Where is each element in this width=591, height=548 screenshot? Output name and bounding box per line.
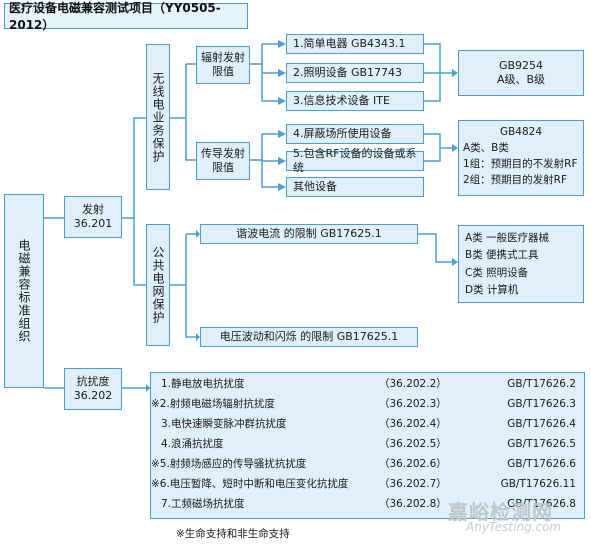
gb4824-classes: A类、B类 [463, 142, 509, 154]
watermark-url: AnyTesting.com [466, 520, 562, 534]
public-grid-node: 公共电网保护 [146, 224, 170, 346]
test-clause: （36.202.3） [379, 398, 447, 410]
test-clause: （36.202.2） [379, 378, 447, 390]
equipment-item: 5.包含RF设备的设备或系统 [286, 147, 424, 174]
watermark-text: 嘉峪检测网 [448, 500, 553, 524]
emission-label: 发射 [82, 203, 104, 216]
test-standard: GB/T17626.6 [507, 458, 576, 470]
wireless-service-node: 无线电业务保护 [146, 44, 170, 190]
radiated-limit-line2: 限值 [212, 65, 234, 78]
device-class-item: B类 便携式工具 [465, 249, 539, 262]
immunity-node: 抗扰度 36.202 [64, 368, 122, 410]
equipment-item: 4.屏蔽场所使用设备 [286, 124, 424, 144]
conducted-limit-line1: 传导发射 [201, 147, 245, 160]
gb4824-title: GB4824 [499, 126, 543, 138]
test-standard: GB/T17626.3 [507, 398, 576, 410]
test-name: 7.工频磁场抗扰度 [161, 498, 245, 510]
test-clause: （36.202.7） [379, 478, 447, 490]
test-clause: （36.202.5） [379, 438, 447, 450]
test-name: ※6.电压暂降、短时中断和电压变化抗扰度 [151, 478, 349, 490]
test-name: ※2.射频电磁场辐射抗扰度 [151, 398, 275, 410]
gb9254-title: GB9254 [498, 59, 544, 72]
gb4824-group1: 1组：预期目的不发射RF [463, 158, 578, 170]
test-standard: GB/T17626.2 [507, 378, 576, 390]
device-classes-node: A类 一般医疗器械 B类 便携式工具 C类 照明设备 D类 计算机 [458, 225, 584, 303]
test-standard: GB/T17626.11 [500, 478, 576, 490]
page-title: 医疗设备电磁兼容测试项目（YY0505-2012） [4, 1, 248, 32]
test-name: ※5.射频场感应的传导骚扰抗扰度 [151, 458, 307, 470]
voltage-flicker-node: 电压波动和闪烁 的限制 GB17625.1 [200, 327, 418, 347]
test-standard: GB/T17626.4 [507, 418, 576, 430]
conducted-limit-line2: 限值 [212, 161, 234, 174]
emission-clause: 36.201 [73, 217, 113, 230]
device-class-item: A类 一般医疗器械 [465, 231, 550, 244]
root-node: 电磁兼容标准组织 [4, 194, 44, 388]
conducted-limit-node: 传导发射 限值 [196, 142, 250, 180]
test-name: 4.浪涌抗扰度 [161, 438, 224, 450]
test-name: 1.静电放电抗扰度 [161, 378, 245, 390]
immunity-clause: 36.202 [73, 389, 113, 402]
radiated-limit-line1: 辐射发射 [201, 51, 245, 64]
test-name: 3.电快速瞬变脉冲群抗扰度 [161, 418, 287, 430]
test-standard: GB/T17626.5 [507, 438, 576, 450]
test-standard: GB/T17626.8 [507, 498, 576, 510]
immunity-label: 抗扰度 [76, 375, 110, 388]
immunity-tests-table: 1.静电放电抗扰度 （36.202.2） GB/T17626.2 ※2.射频电磁… [150, 372, 585, 519]
equipment-item: 2.照明设备 GB17743 [286, 63, 424, 83]
footnote: ※生命支持和非生命支持 [176, 528, 290, 540]
test-clause: （36.202.4） [379, 418, 447, 430]
equipment-item: 1.简单电器 GB4343.1 [286, 34, 424, 54]
gb9254-node: GB9254 A级、B级 [458, 50, 584, 96]
emission-node: 发射 36.201 [64, 196, 122, 238]
equipment-item: 3.信息技术设备 ITE [286, 91, 424, 111]
radiated-limit-node: 辐射发射 限值 [196, 46, 250, 84]
gb9254-classes: A级、B级 [496, 73, 546, 86]
harmonic-current-node: 谐波电流 的限制 GB17625.1 [200, 224, 418, 244]
device-class-item: C类 照明设备 [465, 266, 529, 279]
device-class-item: D类 计算机 [465, 284, 519, 297]
gb4824-node: GB4824 A类、B类 1组：预期目的不发射RF 2组：预期目的发射RF [458, 120, 584, 196]
test-clause: （36.202.8） [379, 498, 447, 510]
test-clause: （36.202.6） [379, 458, 447, 470]
gb4824-group2: 2组：预期目的发射RF [463, 174, 568, 186]
equipment-item: 其他设备 [286, 177, 424, 197]
